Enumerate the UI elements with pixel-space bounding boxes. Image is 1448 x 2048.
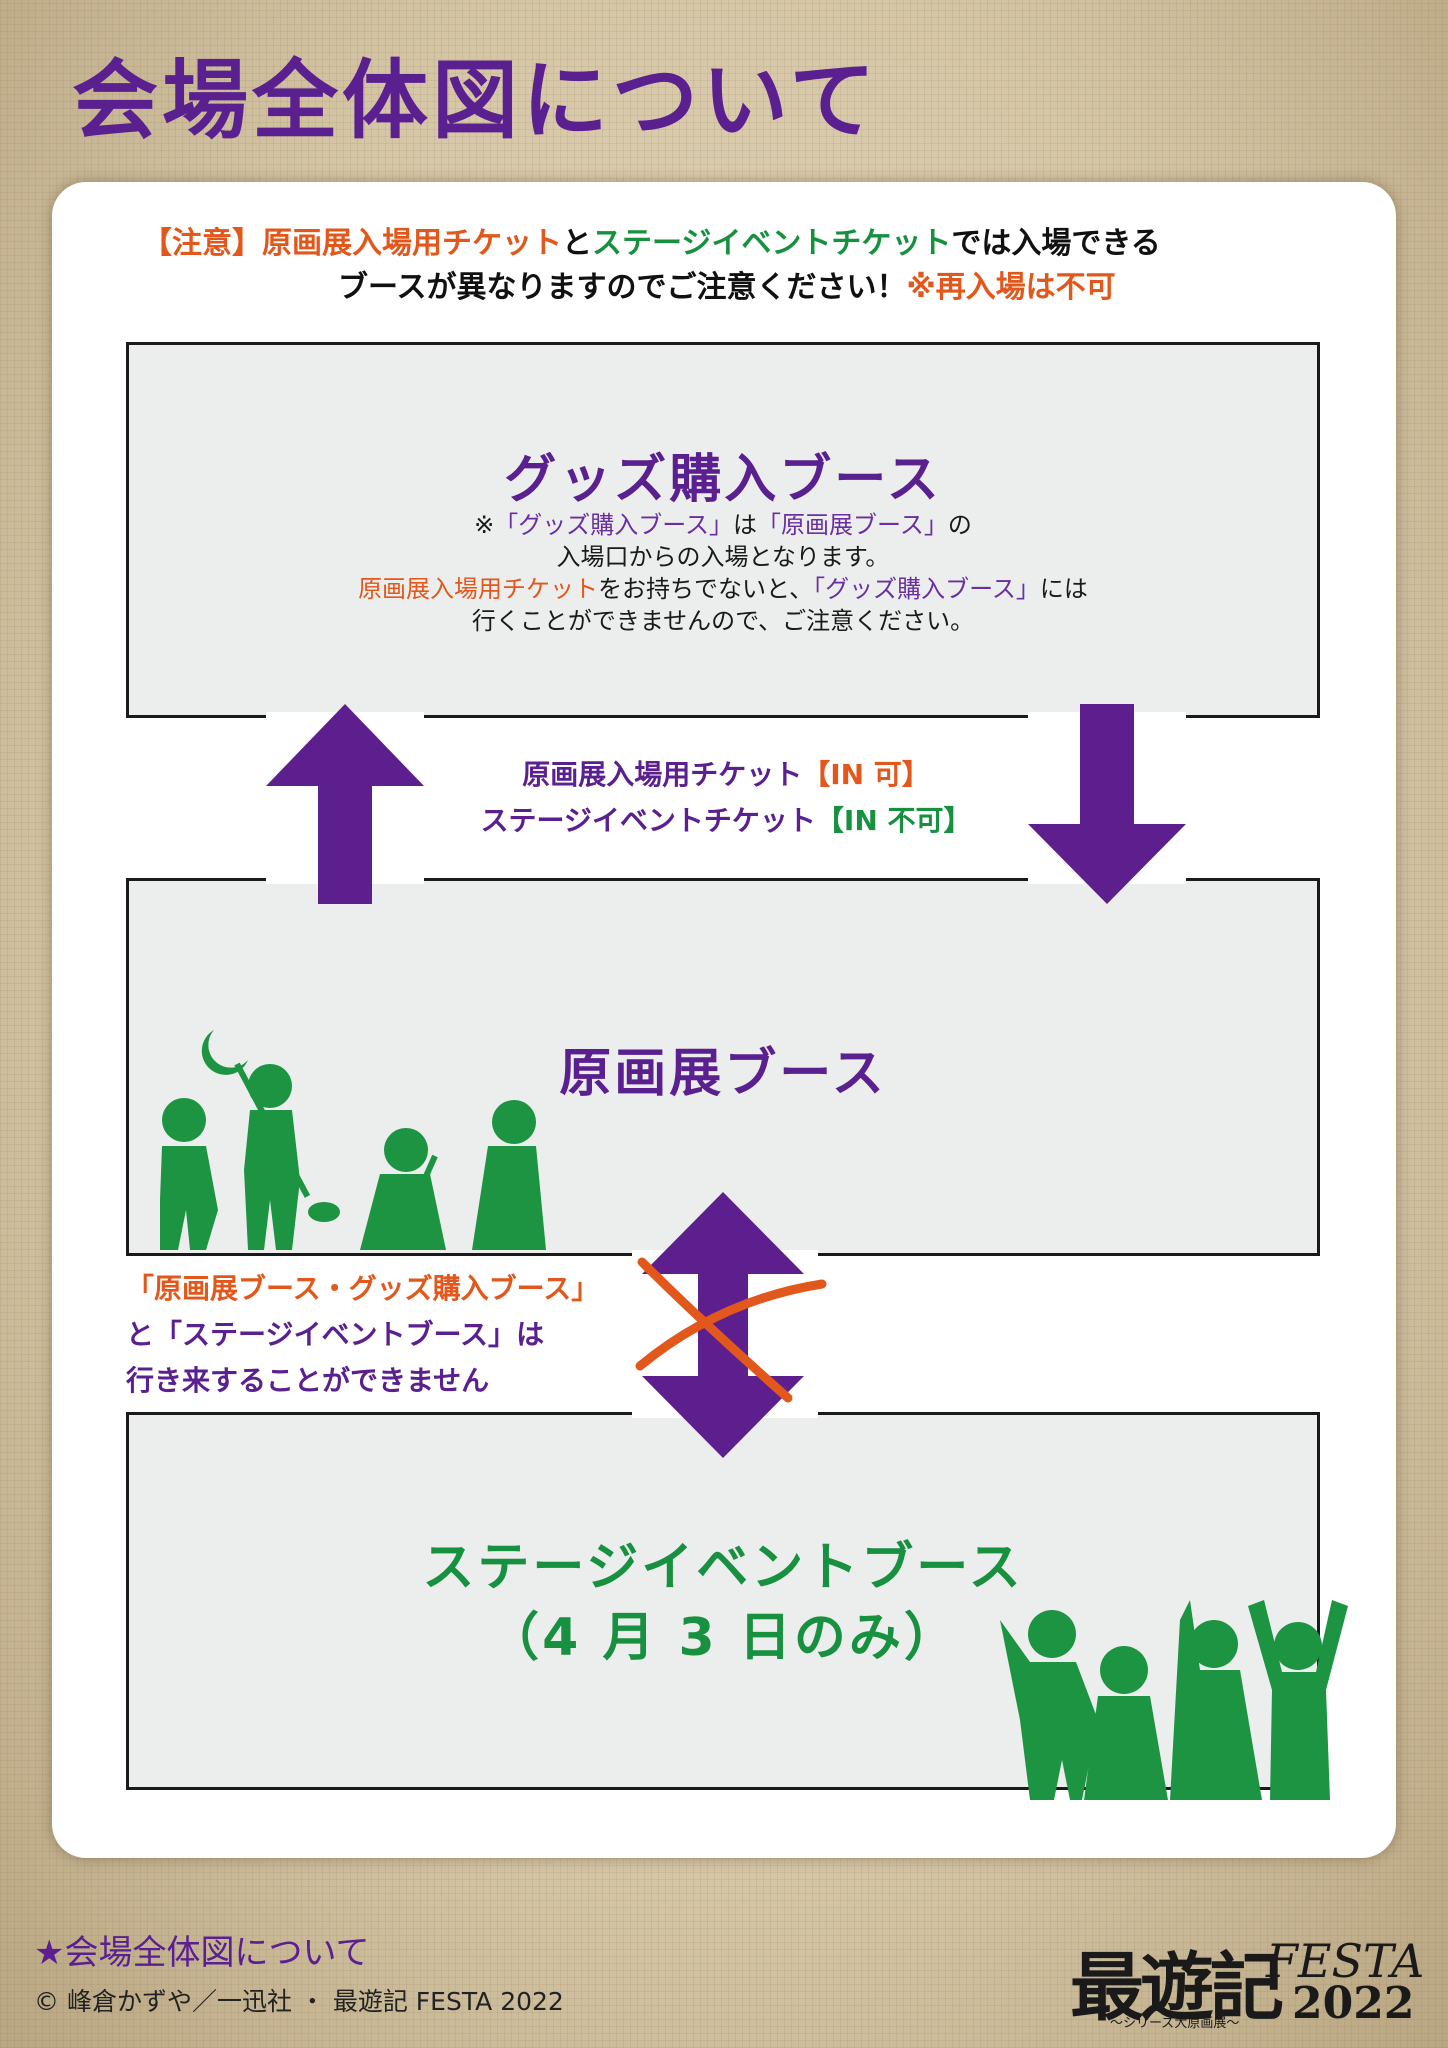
art-ticket-access: 原画展入場用チケット【IN 可】 <box>466 752 986 798</box>
no-passage-line-1: 「原画展ブース・グッズ購入ブース」 <box>126 1272 600 1305</box>
logo-year: 2022 <box>1292 1978 1415 2029</box>
art-ticket-status: 【IN 可】 <box>802 758 930 791</box>
note-mark: ※ <box>474 511 495 539</box>
no-passage-line-2: と「ステージイベントブース」は <box>126 1312 599 1358</box>
notice-line-2: ブースが異なりますのでご注意ください！※再入場は不可 <box>338 266 1116 310</box>
goods-note-line-4: 行くことができませんので、ご注意ください。 <box>471 607 975 635</box>
notice-line2-text: ブースが異なりますのでご注意ください！ <box>338 270 907 305</box>
notice-no-reentry: ※再入場は不可 <box>906 270 1116 305</box>
character-silhouette-group-right-icon <box>1000 1600 1348 1800</box>
stage-booth-subtitle: （4 月 3 日のみ） <box>487 1608 959 1668</box>
no-passage-label: 「原画展ブース・グッズ購入ブース」 と「ステージイベントブース」は 行き来するこ… <box>126 1266 599 1404</box>
goods-booth-title: グッズ購入ブース <box>504 450 942 510</box>
goods-note-line-1: ※「グッズ購入ブース」は「原画展ブース」の <box>129 509 1317 541</box>
notice-prefix: 【注意】 <box>142 226 262 261</box>
stage-ticket-access: ステージイベントチケット【IN 不可】 <box>466 798 986 844</box>
copyright: © 峰倉かずや／一迅社 ・ 最遊記 FESTA 2022 <box>34 1987 564 2016</box>
logo-festa: FESTA <box>1266 1934 1425 1988</box>
note-art-ticket: 原画展入場用チケット <box>358 575 599 603</box>
goods-booth: グッズ購入ブース ※「グッズ購入ブース」は「原画展ブース」の 入場口からの入場と… <box>126 342 1320 718</box>
footer-caption: ★会場全体図について <box>34 1933 370 1973</box>
goods-note-line-2: 入場口からの入場となります。 <box>556 543 890 571</box>
no-passage-wa: は <box>516 1318 545 1351</box>
notice-ticket-art: 原画展入場用チケット <box>262 226 562 261</box>
ticket-access-label: 原画展入場用チケット【IN 可】 ステージイベントチケット【IN 不可】 <box>466 752 986 844</box>
note-wa: は <box>733 511 758 539</box>
notice-and: と <box>562 226 592 261</box>
page-title: 会場全体図について <box>72 51 880 151</box>
festa-logo: 最遊記 FESTA 2022 〜シリーズ大原画展〜 <box>1070 1928 1424 2038</box>
down-arrow-icon <box>1028 704 1186 904</box>
up-arrow-icon <box>266 704 424 904</box>
art-booth-title: 原画展ブース <box>559 1044 887 1104</box>
note-goods-booth-2: 「グッズ購入ブース」 <box>813 575 1040 603</box>
note-goods-booth: 「グッズ購入ブース」 <box>494 511 734 539</box>
notice-line-1: 【注意】原画展入場用チケットとステージイベントチケットでは入場できる <box>142 222 1161 266</box>
cross-mark-icon <box>635 1257 827 1403</box>
logo-subtitle: 〜シリーズ大原画展〜 <box>1110 2016 1240 2031</box>
double-arrow-icon <box>642 1192 804 1458</box>
goods-note-line-3: 原画展入場用チケットをお持ちでないと、「グッズ購入ブース」には <box>129 573 1317 605</box>
note-art-booth: 「原画展ブース」 <box>757 511 948 539</box>
no-passage-line-3: 行き来することができません <box>126 1364 490 1397</box>
character-silhouette-group-icon <box>160 1030 546 1250</box>
note-no: の <box>947 511 972 539</box>
notice-line1-rest: では入場できる <box>951 226 1161 261</box>
goods-booth-note: ※「グッズ購入ブース」は「原画展ブース」の 入場口からの入場となります。 原画展… <box>129 509 1317 637</box>
stage-booth-title: ステージイベントブース （4 月 3 日のみ） <box>129 1533 1317 1673</box>
stage-ticket-name: ステージイベントチケット <box>480 804 816 837</box>
stage-booth-title-main: ステージイベントブース <box>422 1538 1024 1598</box>
stage-ticket-status: 【IN 不可】 <box>815 804 972 837</box>
art-ticket-name: 原画展入場用チケット <box>522 758 803 791</box>
note-without: をお持ちでないと、 <box>598 575 814 603</box>
no-passage-stage-booth: 「ステージイベントブース」 <box>154 1318 517 1351</box>
no-passage-to: と <box>126 1318 155 1351</box>
logo-main: 最遊記 <box>1070 1945 1284 2031</box>
note-niwa: には <box>1039 575 1088 603</box>
notice-ticket-stage: ステージイベントチケット <box>592 226 952 261</box>
